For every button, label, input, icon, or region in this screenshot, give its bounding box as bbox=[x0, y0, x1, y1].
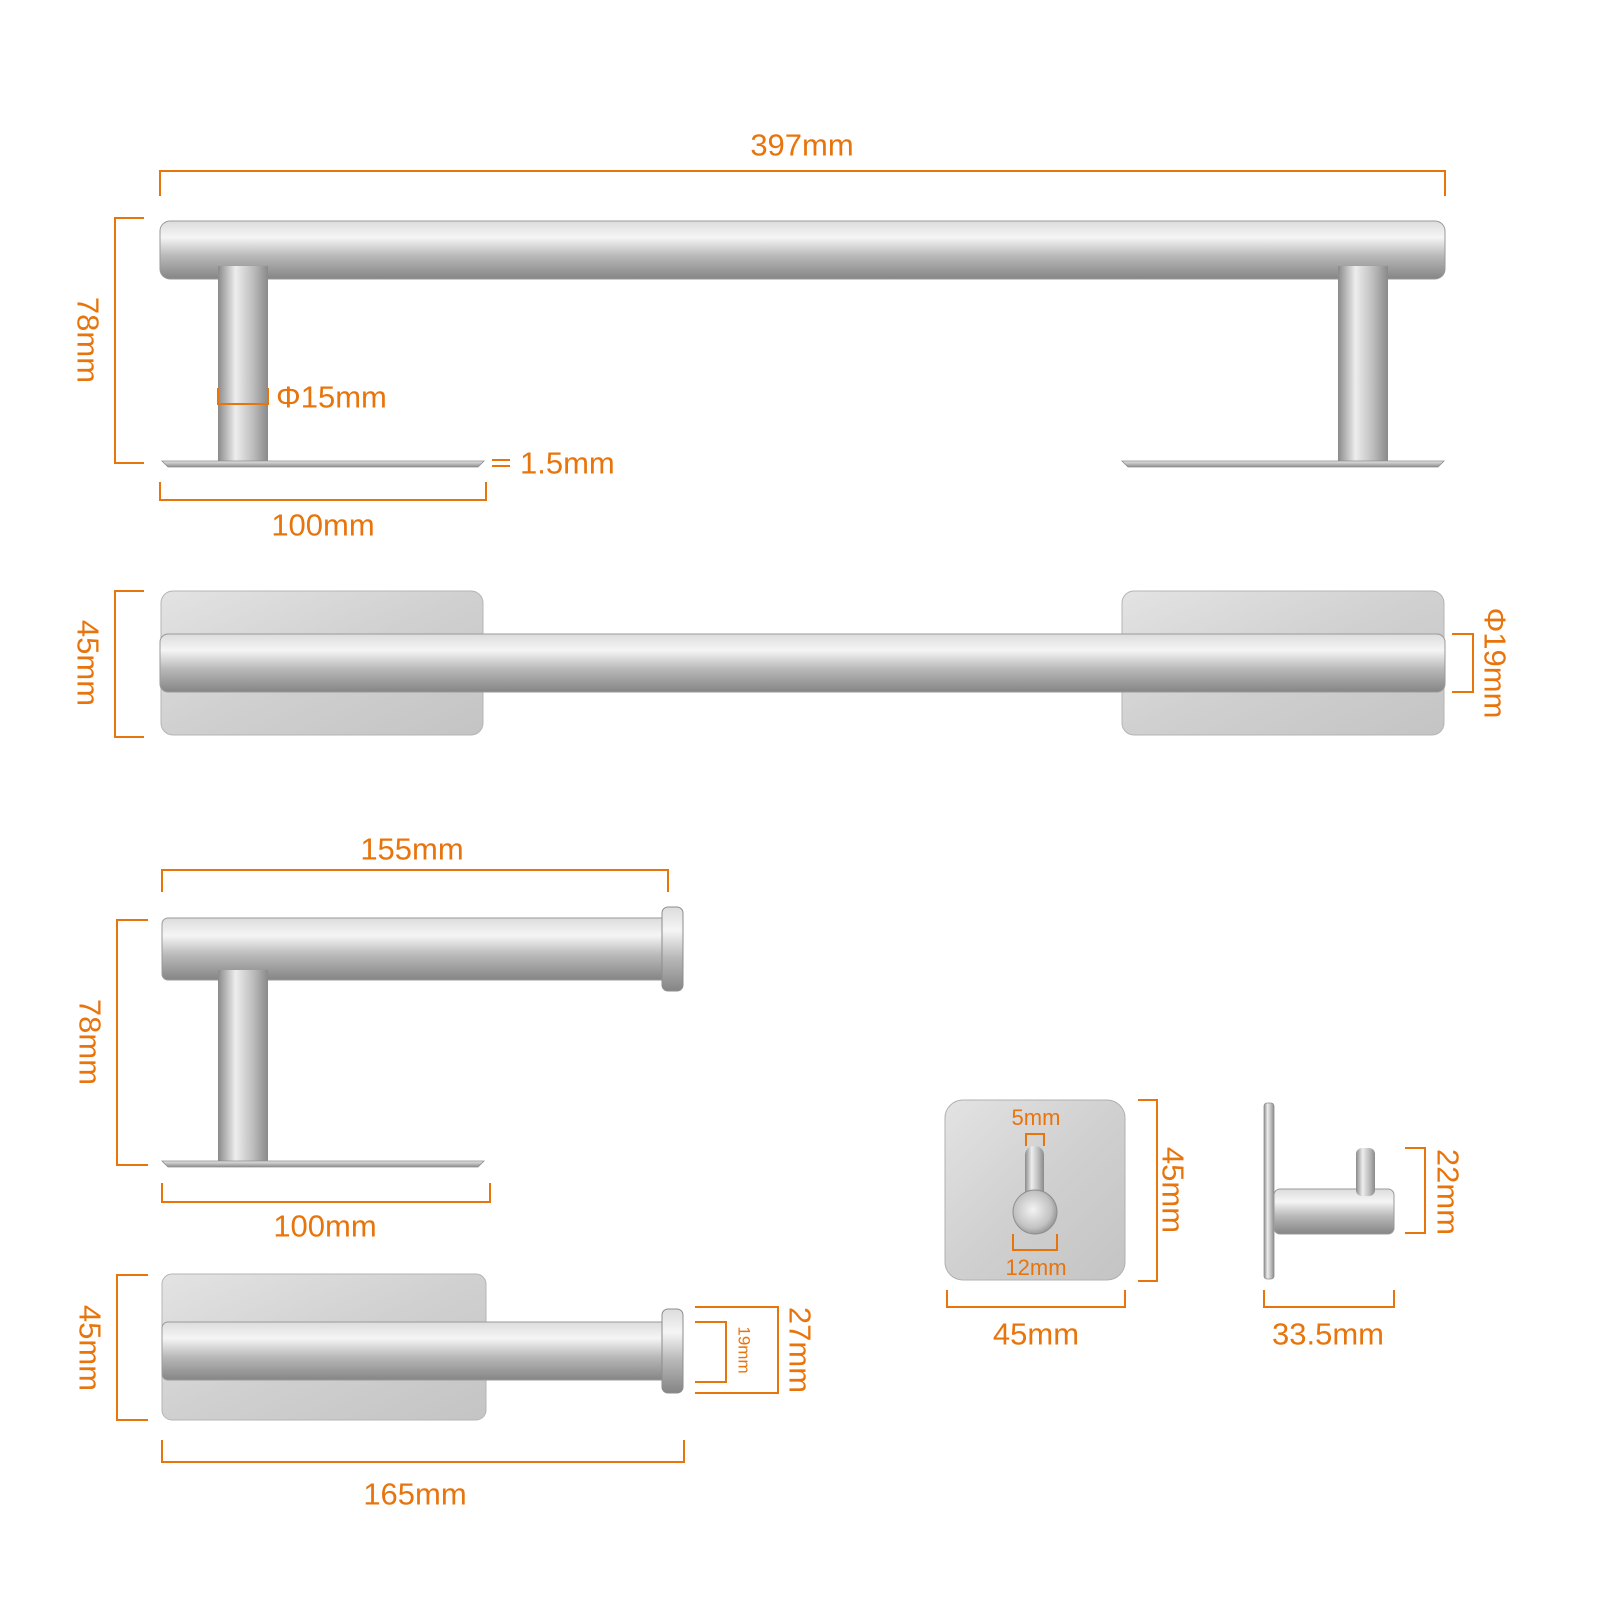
hook-front-view bbox=[944, 1099, 1126, 1281]
paper-holder-side-view bbox=[161, 906, 684, 1168]
towel-bar-right-post bbox=[1338, 266, 1388, 462]
paper-holder-height-label: 78mm bbox=[72, 998, 108, 1086]
paper-holder-depth-label: 45mm bbox=[72, 1304, 108, 1392]
dim-towel-bar-height bbox=[114, 217, 144, 464]
dim-hook-cap bbox=[1012, 1234, 1058, 1251]
paper-holder-top-cap bbox=[661, 1308, 684, 1394]
paper-holder-top-view bbox=[161, 1273, 684, 1421]
hook-cap-diameter-label: 12mm bbox=[1005, 1255, 1067, 1280]
dim-paper-holder-bar bbox=[695, 1321, 727, 1383]
towel-bar-top-rod bbox=[159, 633, 1446, 693]
towel-bar-left-post bbox=[218, 266, 268, 462]
hook-height-label: 45mm bbox=[1155, 1146, 1191, 1234]
hook-side-view bbox=[1263, 1102, 1395, 1280]
dim-towel-bar-plate-length bbox=[159, 482, 487, 501]
towel-bar-length-label: 397mm bbox=[750, 127, 854, 163]
paper-holder-end-cap bbox=[661, 906, 684, 992]
dim-hook-height bbox=[1138, 1099, 1158, 1282]
towel-bar-depth-label: 45mm bbox=[70, 619, 106, 707]
paper-holder-post bbox=[218, 970, 268, 1162]
hook-side-pin bbox=[1356, 1148, 1375, 1196]
towel-bar-left-plate bbox=[161, 460, 485, 468]
dim-hook-width bbox=[946, 1290, 1126, 1308]
dim-towel-bar-length bbox=[159, 170, 1446, 196]
dim-hook-pin bbox=[1025, 1133, 1045, 1146]
paper-holder-plate-label: 100mm bbox=[273, 1208, 377, 1244]
hook-depth-label: 33.5mm bbox=[1272, 1316, 1384, 1352]
dim-towel-bar-plate-thickness bbox=[492, 459, 510, 467]
paper-holder-bar-diameter-label: 19mm bbox=[734, 1326, 754, 1374]
dim-towel-bar-depth bbox=[114, 590, 144, 738]
towel-bar-right-plate bbox=[1121, 460, 1445, 468]
towel-bar-height-label: 78mm bbox=[70, 296, 106, 384]
dim-hook-depth bbox=[1263, 1290, 1395, 1308]
hook-pin-width-label: 5mm bbox=[1011, 1105, 1061, 1130]
dim-paper-holder-arm bbox=[161, 869, 669, 892]
paper-holder-cap-diameter-label: 27mm bbox=[782, 1306, 818, 1394]
hook-side-arm bbox=[1273, 1188, 1395, 1235]
towel-bar-post-diameter-label: Φ15mm bbox=[276, 379, 387, 415]
dim-paper-holder-depth bbox=[116, 1274, 148, 1421]
towel-bar-plate-length-label: 100mm bbox=[271, 507, 375, 543]
paper-holder-top-arm bbox=[161, 1321, 669, 1381]
towel-bar-rod bbox=[159, 220, 1446, 280]
dim-paper-holder-plate bbox=[161, 1183, 491, 1203]
paper-holder-length-label: 165mm bbox=[363, 1476, 467, 1512]
paper-holder-arm-label: 155mm bbox=[360, 831, 464, 867]
hook-cap bbox=[1012, 1189, 1058, 1235]
paper-holder-plate bbox=[161, 1160, 485, 1168]
towel-bar-plate-thickness-label: 1.5mm bbox=[520, 445, 615, 481]
hook-side-plate bbox=[1263, 1102, 1275, 1280]
dim-paper-holder-length bbox=[161, 1440, 685, 1463]
towel-bar-side-view bbox=[159, 220, 1446, 468]
dim-paper-holder-height bbox=[116, 919, 148, 1166]
dim-towel-bar-diameter bbox=[1452, 633, 1474, 693]
hook-width-label: 45mm bbox=[992, 1316, 1080, 1352]
dim-hook-pin-height bbox=[1405, 1147, 1426, 1234]
hook-pin-height-label: 22mm bbox=[1430, 1148, 1466, 1236]
dim-paper-holder-cap bbox=[695, 1306, 779, 1394]
towel-bar-top-view bbox=[159, 590, 1446, 736]
dim-towel-bar-post bbox=[217, 388, 269, 405]
dimension-lines bbox=[114, 170, 1474, 1463]
towel-bar-diameter-label: Φ19mm bbox=[1477, 607, 1513, 719]
